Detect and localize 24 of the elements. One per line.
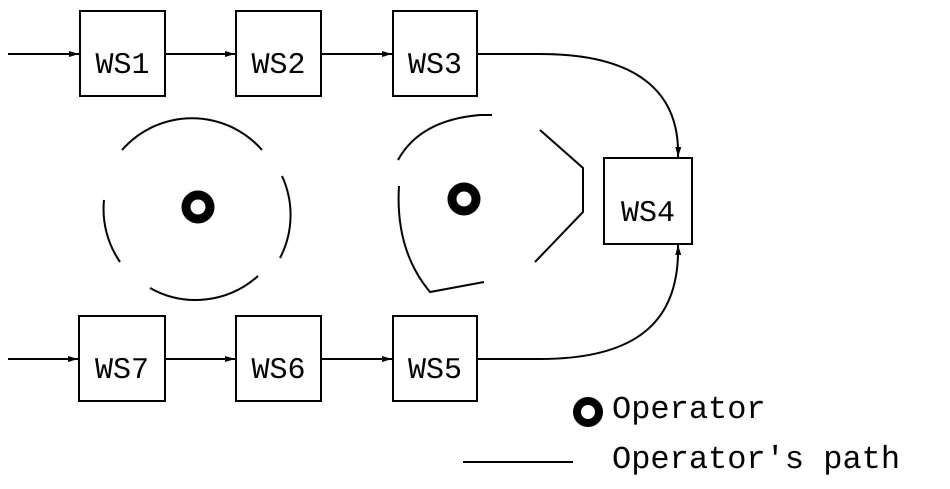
arrow [8,51,79,57]
arrow [8,356,78,362]
workstation-label: WS4 [620,199,675,233]
arrow [478,244,681,360]
workstation-box [235,315,322,402]
arrow [322,356,392,362]
workstation-label: WS5 [408,356,462,390]
legend-label: Operator's path [612,444,900,476]
workstation-label: WS2 [251,51,306,85]
workstation-box [235,10,322,97]
workstation-box [603,157,693,245]
workstation-box [392,10,478,97]
arrow [478,53,681,158]
workstation-label: WS1 [95,51,150,85]
arrow [322,51,392,57]
legend-label: Operator [612,394,766,426]
workstation-box [79,10,166,97]
workstation-box [78,315,166,402]
workstation-label: WS3 [408,51,462,85]
workstation-label: WS6 [251,356,306,390]
workstation-label: WS7 [94,356,149,390]
arrow [166,356,235,362]
workstation-box [392,315,478,402]
arrow [166,51,235,57]
